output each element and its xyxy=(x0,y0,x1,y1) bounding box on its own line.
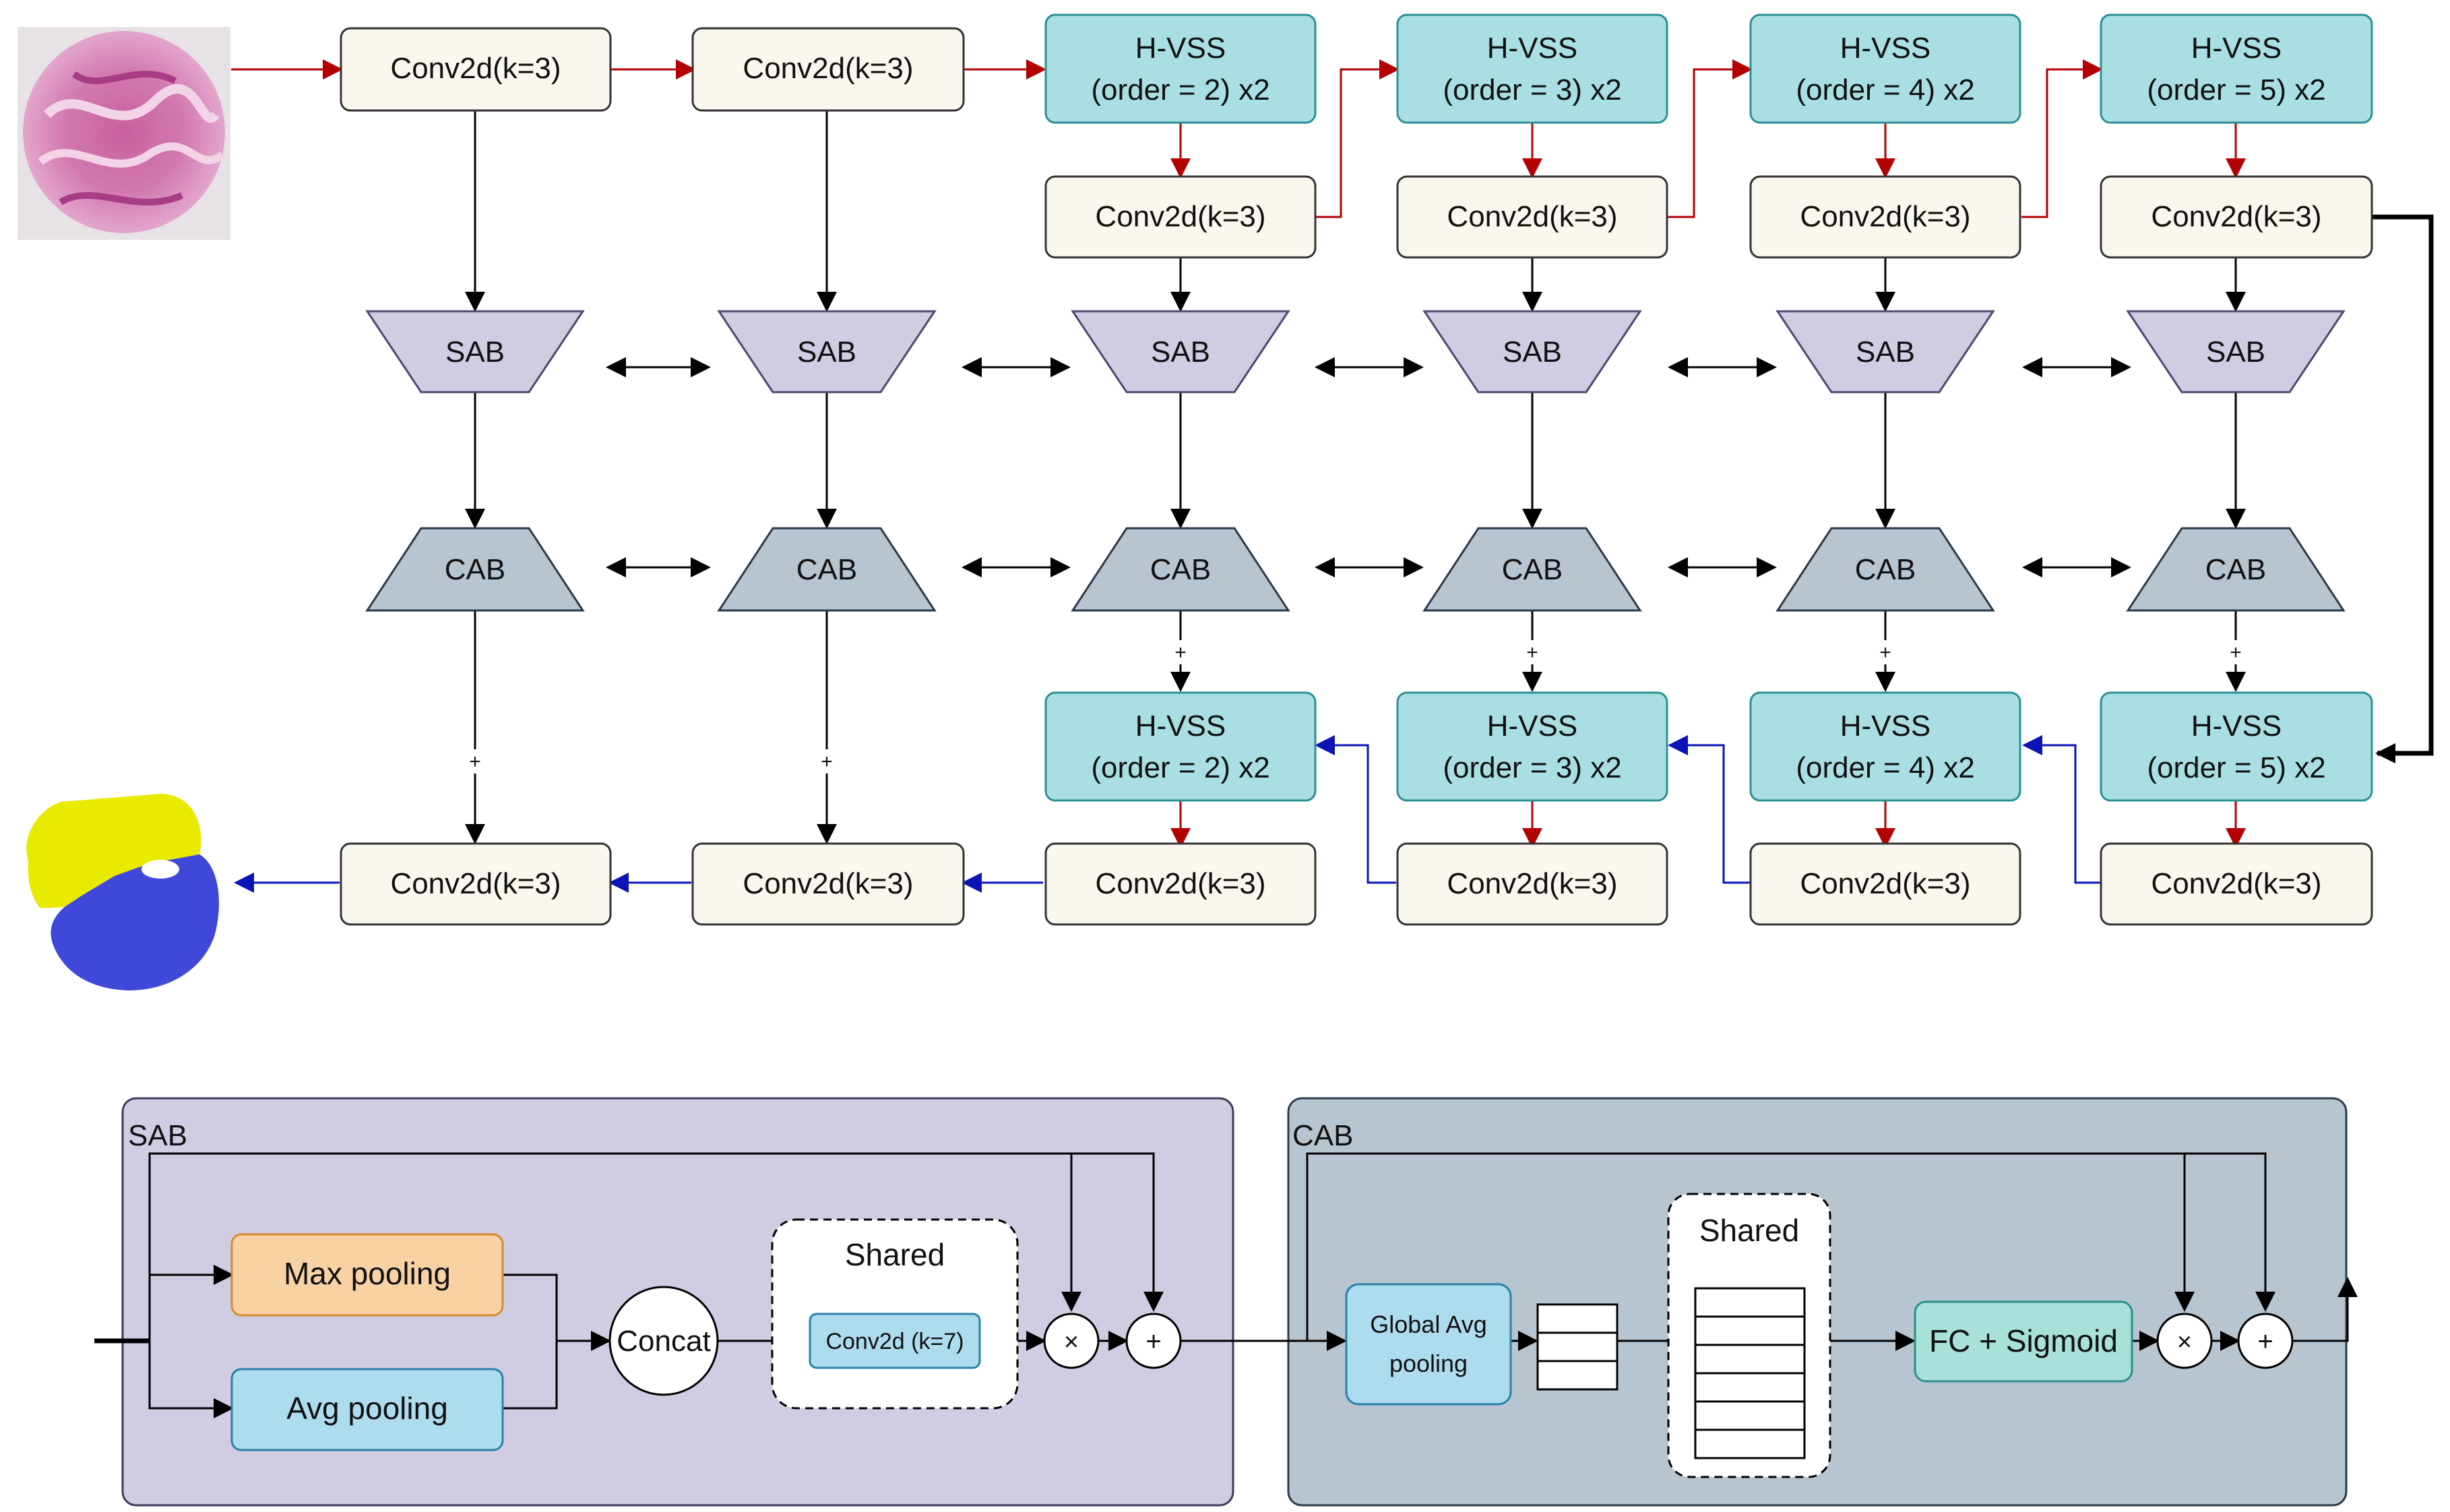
cab-label: CAB xyxy=(445,553,505,586)
sab-label: SAB xyxy=(1151,336,1210,369)
plus-sign: + xyxy=(1879,641,1891,664)
plus-sign: + xyxy=(1526,641,1538,664)
cab-shared-block: Shared xyxy=(1667,1193,1831,1478)
cab-label: CAB xyxy=(1855,553,1916,586)
decoder-conv-label: Conv2d(k=3) xyxy=(2151,867,2321,900)
cab-labels: CAB CAB CAB CAB CAB CAB xyxy=(445,553,2266,586)
sab-panel-connectors xyxy=(94,1152,1347,1418)
decoder-conv-label: Conv2d(k=3) xyxy=(743,867,913,900)
decoder-hvss-5: H-VSS (order = 5) x2 xyxy=(2100,691,2373,802)
svg-text:(order = 4) x2: (order = 4) x2 xyxy=(1796,73,1974,106)
top-connectors xyxy=(231,59,2434,893)
sab-label: SAB xyxy=(1503,336,1562,369)
svg-text:+: + xyxy=(2257,1327,2273,1356)
svg-text:(order = 4) x2: (order = 4) x2 xyxy=(1796,751,1974,784)
cab-label: CAB xyxy=(1502,553,1563,586)
svg-text:H-VSS: H-VSS xyxy=(1135,710,1226,743)
svg-text:Conv2d(k=3): Conv2d(k=3) xyxy=(1447,200,1617,233)
decoder-conv-row: Conv2d(k=3) Conv2d(k=3) Conv2d(k=3) Conv… xyxy=(340,842,2373,926)
sab-label: SAB xyxy=(445,336,505,369)
sab-max-pooling: Max pooling xyxy=(230,1233,504,1317)
sab-label: SAB xyxy=(1856,336,1915,369)
cab-label: CAB xyxy=(796,553,857,586)
plus-sign: + xyxy=(1174,641,1187,664)
decoder-conv-label: Conv2d(k=3) xyxy=(1095,867,1265,900)
encoder-hvss-3: H-VSS (order = 3) x2 xyxy=(1396,13,1668,124)
svg-text:H-VSS: H-VSS xyxy=(1135,32,1226,65)
svg-text:Avg pooling: Avg pooling xyxy=(286,1391,448,1426)
encoder-hvss-conv-3: Conv2d(k=3) xyxy=(1396,175,1668,259)
cab-label: CAB xyxy=(2205,553,2266,586)
conv-label: Conv2d(k=3) xyxy=(743,52,913,85)
svg-text:H-VSS: H-VSS xyxy=(2191,710,2282,743)
svg-text:Conv2d(k=3): Conv2d(k=3) xyxy=(1095,200,1265,233)
cab-blocks xyxy=(365,527,2346,612)
decoder-conv-label: Conv2d(k=3) xyxy=(390,867,561,900)
sab-label: SAB xyxy=(797,336,856,369)
output-segmentation xyxy=(26,794,219,990)
sab-blocks xyxy=(365,310,2346,393)
svg-text:pooling: pooling xyxy=(1389,1350,1468,1377)
sab-add-node: + xyxy=(1125,1313,1182,1369)
cab-global-avg-pooling: Global Avg pooling xyxy=(1345,1283,1512,1406)
cab-panel-title: CAB xyxy=(1292,1119,1353,1152)
encoder-hvss-5: H-VSS (order = 5) x2 xyxy=(2100,13,2373,124)
cab-label: CAB xyxy=(1150,553,1211,586)
svg-text:Conv2d(k=3): Conv2d(k=3) xyxy=(2151,200,2321,233)
sab-avg-pooling: Avg pooling xyxy=(230,1368,504,1451)
svg-text:×: × xyxy=(2177,1328,2192,1356)
svg-text:FC + Sigmoid: FC + Sigmoid xyxy=(1929,1323,2118,1358)
svg-text:(order = 5) x2: (order = 5) x2 xyxy=(2147,751,2325,784)
svg-text:Conv2d(k=3): Conv2d(k=3) xyxy=(1800,200,1970,233)
sab-labels: SAB SAB SAB SAB SAB SAB xyxy=(445,336,2265,369)
svg-text:Shared: Shared xyxy=(845,1237,945,1272)
conv-label: Conv2d(k=3) xyxy=(390,52,561,85)
svg-text:(order = 5) x2: (order = 5) x2 xyxy=(2147,73,2325,106)
sab-shared-block: Shared Conv2d (k=7) xyxy=(771,1218,1019,1410)
sab-panel-title: SAB xyxy=(128,1119,187,1152)
plus-sign: + xyxy=(821,751,833,773)
cab-pooled-vector xyxy=(1536,1303,1619,1391)
encoder-hvss-conv-5: Conv2d(k=3) xyxy=(2100,175,2373,259)
decoder-hvss-2: H-VSS (order = 2) x2 xyxy=(1044,691,1317,802)
encoder-hvss-2: H-VSS (order = 2) x2 xyxy=(1044,13,1317,124)
cab-multiply-node: × xyxy=(2156,1313,2213,1369)
plus-sign: + xyxy=(469,751,481,773)
svg-text:Conv2d (k=7): Conv2d (k=7) xyxy=(825,1329,964,1354)
svg-text:(order = 2) x2: (order = 2) x2 xyxy=(1091,751,1269,784)
svg-text:H-VSS: H-VSS xyxy=(1840,32,1930,65)
input-image xyxy=(18,27,230,240)
cab-add-node: + xyxy=(2237,1313,2294,1369)
svg-text:H-VSS: H-VSS xyxy=(2191,32,2282,65)
skip-plus-signs: + + + + + + xyxy=(465,640,2246,774)
sab-concat: Concat xyxy=(608,1286,719,1396)
svg-text:H-VSS: H-VSS xyxy=(1840,710,1930,743)
svg-text:Shared: Shared xyxy=(1699,1213,1799,1248)
decoder-conv-label: Conv2d(k=3) xyxy=(1447,867,1617,900)
decoder-hvss-4: H-VSS (order = 4) x2 xyxy=(1749,691,2021,802)
encoder-conv-2: Conv2d(k=3) xyxy=(691,27,965,112)
svg-text:(order = 3) x2: (order = 3) x2 xyxy=(1443,751,1621,784)
cab-fc-sigmoid: FC + Sigmoid xyxy=(1914,1300,2133,1383)
svg-text:Concat: Concat xyxy=(617,1325,710,1358)
sab-multiply-node: × xyxy=(1043,1313,1100,1369)
svg-text:×: × xyxy=(1064,1328,1079,1356)
encoder-hvss-conv-4: Conv2d(k=3) xyxy=(1749,175,2021,259)
decoder-conv-label: Conv2d(k=3) xyxy=(1800,867,1970,900)
svg-text:H-VSS: H-VSS xyxy=(1487,32,1577,65)
sab-label: SAB xyxy=(2206,336,2265,369)
decoder-hvss-3: H-VSS (order = 3) x2 xyxy=(1396,691,1668,802)
encoder-hvss-conv-2: Conv2d(k=3) xyxy=(1044,175,1317,259)
svg-text:+: + xyxy=(1145,1327,1161,1356)
svg-text:H-VSS: H-VSS xyxy=(1487,710,1577,743)
encoder-hvss-4: H-VSS (order = 4) x2 xyxy=(1749,13,2021,124)
svg-text:Max pooling: Max pooling xyxy=(284,1256,451,1291)
encoder-conv-1: Conv2d(k=3) xyxy=(340,27,612,112)
svg-text:(order = 2) x2: (order = 2) x2 xyxy=(1091,73,1269,106)
svg-text:(order = 3) x2: (order = 3) x2 xyxy=(1443,73,1621,106)
plus-sign: + xyxy=(2230,641,2242,664)
svg-text:Global Avg: Global Avg xyxy=(1370,1311,1486,1338)
